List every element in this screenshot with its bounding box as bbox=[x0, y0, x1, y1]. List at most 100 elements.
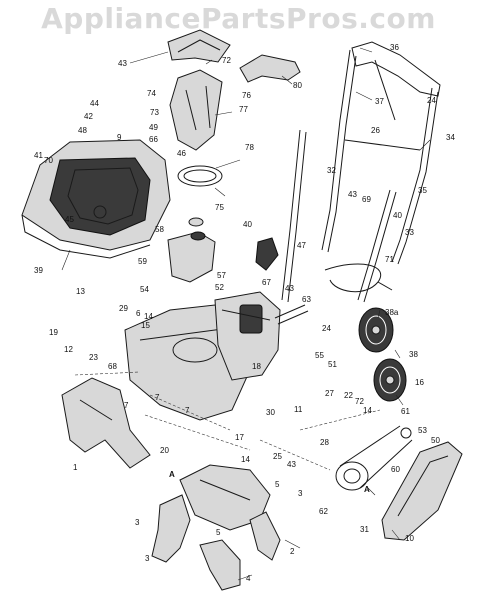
wheel-38 bbox=[373, 358, 407, 402]
callout: 4 bbox=[246, 574, 251, 583]
callout: 51 bbox=[328, 360, 337, 369]
callout: 72 bbox=[355, 397, 364, 406]
callout: 14 bbox=[241, 455, 250, 464]
chute bbox=[169, 69, 223, 151]
callout: 1 bbox=[73, 463, 78, 472]
callout: A bbox=[364, 485, 370, 494]
callout: 9 bbox=[117, 133, 122, 142]
callout: 5 bbox=[216, 528, 221, 537]
callout: 43 bbox=[287, 460, 296, 469]
callout: 77 bbox=[239, 105, 248, 114]
upper-handle bbox=[321, 41, 441, 265]
callout: 12 bbox=[64, 345, 73, 354]
callout: 39 bbox=[34, 266, 43, 275]
callout: 52 bbox=[215, 283, 224, 292]
callout: 50 bbox=[431, 436, 440, 445]
callout: 17 bbox=[235, 433, 244, 442]
auger-shaft-dashes bbox=[74, 371, 381, 471]
auger-paddle-1 bbox=[61, 377, 151, 469]
auger-assembly-lower bbox=[151, 464, 281, 591]
callout: 34 bbox=[446, 133, 455, 142]
callout: 11 bbox=[294, 405, 303, 414]
callout: 48 bbox=[78, 126, 87, 135]
muffler-63 bbox=[274, 304, 309, 325]
lower-handle bbox=[281, 129, 397, 303]
fuel-cap bbox=[188, 217, 204, 227]
callout: 47 bbox=[297, 241, 306, 250]
callout: 59 bbox=[138, 257, 147, 266]
callout-labels: 36 43 72 73 74 76 80 37 24 34 26 44 42 4… bbox=[34, 43, 455, 583]
callout: 72 bbox=[222, 56, 231, 65]
callout: 37 bbox=[375, 97, 384, 106]
callout: 15 bbox=[141, 321, 150, 330]
callout: 6 bbox=[136, 309, 141, 318]
callout: 22 bbox=[344, 391, 353, 400]
callout: 76 bbox=[242, 91, 251, 100]
callout: 26 bbox=[371, 126, 380, 135]
chute-ring bbox=[177, 165, 223, 187]
callout: 75 bbox=[215, 203, 224, 212]
callout: 7 bbox=[155, 393, 160, 402]
callout: 31 bbox=[360, 525, 369, 534]
callout: 36 bbox=[390, 43, 399, 52]
callout: 33 bbox=[405, 228, 414, 237]
callout: 80 bbox=[293, 81, 302, 90]
callout: 28 bbox=[320, 438, 329, 447]
callout: 41 bbox=[34, 151, 43, 160]
callout: 29 bbox=[119, 304, 128, 313]
callout: 5 bbox=[275, 480, 280, 489]
callout: 66 bbox=[149, 135, 158, 144]
shroud-housing bbox=[21, 139, 171, 259]
callout: 18 bbox=[252, 362, 261, 371]
callout: 27 bbox=[325, 389, 334, 398]
callout: 46 bbox=[177, 149, 186, 158]
callout: 13 bbox=[76, 287, 85, 296]
callout: 43 bbox=[348, 190, 357, 199]
callout: 32 bbox=[327, 166, 336, 175]
callout: 3 bbox=[135, 518, 140, 527]
callout: 61 bbox=[401, 407, 410, 416]
callout: 68 bbox=[108, 362, 117, 371]
callout: 42 bbox=[84, 112, 93, 121]
callout: 14 bbox=[144, 312, 153, 321]
callout: 43 bbox=[118, 59, 127, 68]
chute-handle-80 bbox=[239, 54, 301, 83]
callout: 63 bbox=[302, 295, 311, 304]
engine bbox=[214, 291, 281, 381]
callout: 40 bbox=[243, 220, 252, 229]
callout: 23 bbox=[89, 353, 98, 362]
callout: 3 bbox=[298, 489, 303, 498]
drive-belt-60 bbox=[335, 425, 413, 491]
callout: 67 bbox=[262, 278, 271, 287]
callout: 57 bbox=[217, 271, 226, 280]
callout: 16 bbox=[415, 378, 424, 387]
callout: 74 bbox=[147, 89, 156, 98]
callout: 40 bbox=[393, 211, 402, 220]
wheel-38a bbox=[358, 307, 394, 353]
callout: 24 bbox=[427, 96, 436, 105]
callout: 25 bbox=[273, 452, 282, 461]
callout: 70 bbox=[44, 156, 53, 165]
callout: 10 bbox=[405, 534, 414, 543]
callout: 69 bbox=[362, 195, 371, 204]
leader-lines bbox=[61, 47, 431, 581]
callout: 7 bbox=[185, 406, 190, 415]
callout: 71 bbox=[385, 255, 394, 264]
callout: 53 bbox=[418, 426, 427, 435]
fuel-tank bbox=[167, 231, 216, 283]
callout: 43 bbox=[285, 284, 294, 293]
callout: 49 bbox=[149, 123, 158, 132]
watermark: AppliancePartsPros.com bbox=[41, 2, 436, 35]
belt-cover-10 bbox=[381, 441, 463, 541]
cable-71 bbox=[324, 263, 393, 293]
callout: A bbox=[169, 470, 175, 479]
callout: 55 bbox=[315, 351, 324, 360]
callout: 3 bbox=[145, 554, 150, 563]
callout: 20 bbox=[160, 446, 169, 455]
callout: 19 bbox=[49, 328, 58, 337]
callout: 14 bbox=[363, 406, 372, 415]
callout: 62 bbox=[319, 507, 328, 516]
callout: 44 bbox=[90, 99, 99, 108]
callout: 73 bbox=[150, 108, 159, 117]
